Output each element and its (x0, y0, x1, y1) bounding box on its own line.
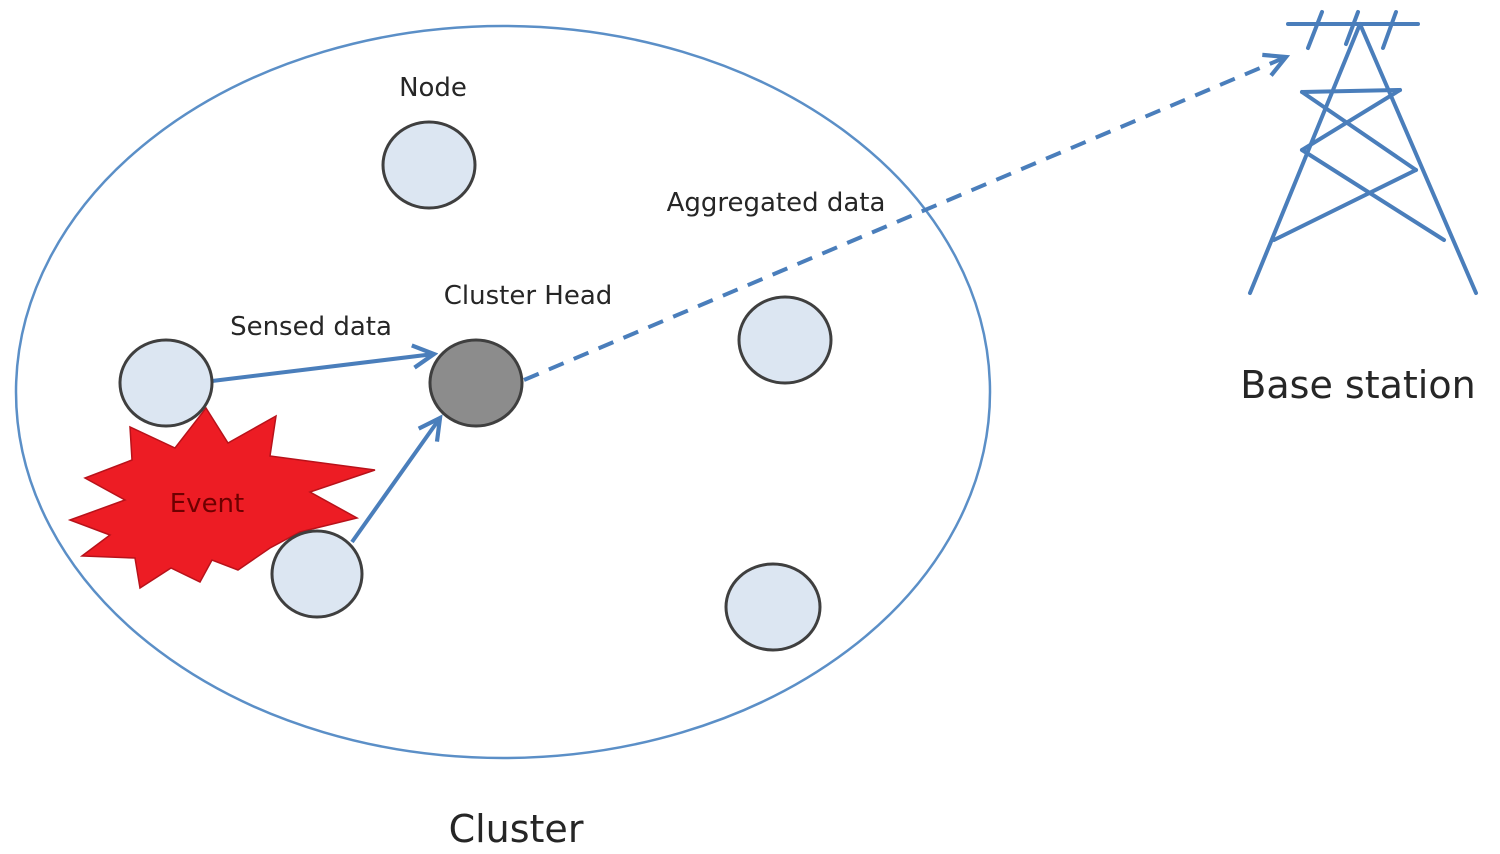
event-burst (67, 406, 376, 590)
cluster-boundary (14, 24, 992, 760)
sensor-node (724, 562, 822, 652)
aggregated-data-label: Aggregated data (667, 188, 886, 218)
sensor-node (381, 120, 477, 210)
base-station-tower-icon (1248, 10, 1478, 295)
cluster-label: Cluster (449, 807, 584, 851)
event-label: Event (170, 489, 244, 519)
cluster-head-label: Cluster Head (444, 281, 613, 311)
sensor-node (118, 338, 214, 428)
event-sensor-node (270, 529, 364, 619)
sensed-data-arrow (211, 354, 434, 383)
aggregated-data-arrow (523, 57, 1286, 382)
node-label: Node (399, 73, 467, 103)
base-station-label: Base station (1240, 363, 1475, 407)
cluster-head-node (428, 338, 524, 428)
sensor-node (737, 295, 833, 385)
sensed-data-label: Sensed data (230, 312, 392, 342)
event-node-arrow (350, 418, 440, 544)
